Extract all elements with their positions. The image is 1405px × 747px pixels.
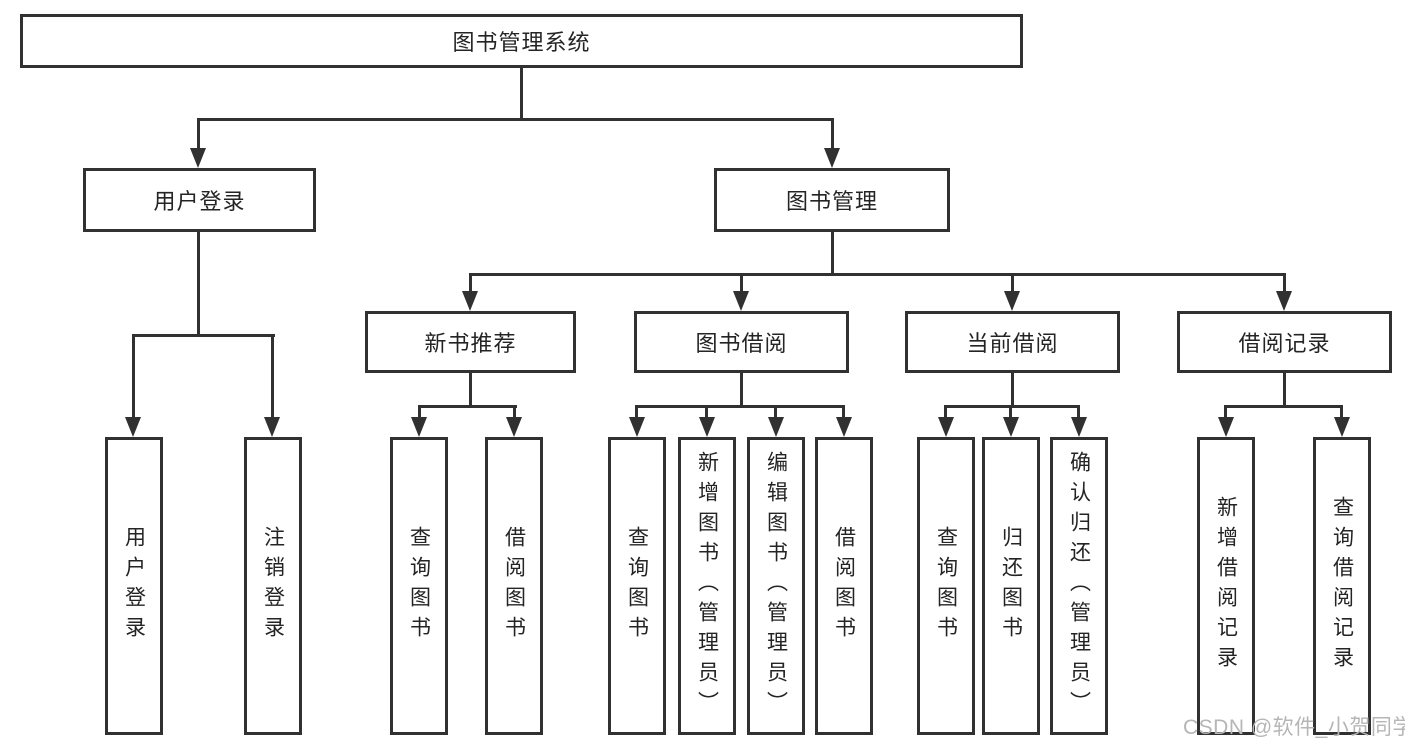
- connector-user-login-stem: [197, 118, 200, 150]
- connector-login-leaf-stem: [132, 334, 135, 420]
- leaf-bb-edit-books-admin-label: 编辑图书（管理员）: [764, 451, 788, 721]
- arrowhead-book-mgmt: [824, 148, 840, 168]
- leaf-cb-query-books-label: 查询图书: [934, 526, 958, 646]
- leaf-br-add-record: 新增借阅记录: [1197, 437, 1255, 735]
- node-user-login-label: 用户登录: [153, 189, 246, 214]
- connector-user-login-split: [132, 334, 275, 337]
- connector-borrow-records-stem: [1283, 273, 1286, 295]
- connector-user-login-trunk: [197, 232, 200, 336]
- node-book-management: 图书管理: [714, 168, 950, 232]
- connector-book-mgmt-trunk: [831, 232, 834, 276]
- arrowhead-nb-leaf1: [411, 417, 427, 437]
- connector-bb-leaf2-stem: [705, 405, 708, 420]
- leaf-nb-query-books-label: 查询图书: [407, 526, 431, 646]
- leaf-cb-confirm-return-admin-label: 确认归还（管理员）: [1067, 451, 1091, 721]
- arrowhead-nb-leaf2: [506, 417, 522, 437]
- connector-bb-leaf1-stem: [635, 405, 638, 420]
- arrowhead-cb-leaf1: [938, 417, 954, 437]
- connector-logout-leaf-stem: [271, 334, 274, 420]
- arrowhead-borrow-records: [1276, 291, 1292, 311]
- leaf-cb-query-books: 查询图书: [917, 437, 975, 735]
- arrowhead-cb-leaf3: [1071, 417, 1087, 437]
- node-new-book-recommend: 新书推荐: [365, 311, 576, 373]
- leaf-logout: 注销登录: [244, 437, 302, 735]
- arrowhead-logout-leaf: [264, 417, 280, 437]
- leaf-bb-borrow-books-label: 借阅图书: [832, 526, 856, 646]
- node-borrow-records: 借阅记录: [1177, 311, 1392, 373]
- connector-cb-leaf2-stem: [1009, 405, 1012, 420]
- leaf-cb-return-books: 归还图书: [982, 437, 1040, 735]
- leaf-bb-add-books-admin-label: 新增图书（管理员）: [695, 451, 719, 721]
- connector-borrow-records-trunk: [1283, 373, 1286, 408]
- connector-level2-split: [197, 118, 834, 121]
- leaf-user-login-label: 用户登录: [122, 526, 146, 646]
- node-book-management-label: 图书管理: [785, 189, 878, 214]
- connector-nb-leaf2-stem: [513, 405, 516, 420]
- connector-new-books-split: [418, 405, 517, 408]
- arrowhead-bb-leaf1: [629, 417, 645, 437]
- node-book-borrow-label: 图书借阅: [695, 331, 788, 356]
- node-borrow-records-label: 借阅记录: [1238, 331, 1331, 356]
- connector-current-borrow-trunk: [1011, 373, 1014, 408]
- leaf-cb-return-books-label: 归还图书: [999, 526, 1023, 646]
- connector-book-mgmt-stem: [831, 118, 834, 150]
- connector-bb-leaf3-stem: [774, 405, 777, 420]
- connector-borrow-records-split: [1224, 405, 1343, 408]
- node-book-borrow: 图书借阅: [634, 311, 849, 373]
- connector-br-leaf2-stem: [1340, 405, 1343, 420]
- connector-br-leaf1-stem: [1224, 405, 1227, 420]
- connector-bb-leaf4-stem: [842, 405, 845, 420]
- arrowhead-new-books: [462, 291, 478, 311]
- connector-book-borrow-trunk: [740, 373, 743, 408]
- connector-level3-split: [469, 273, 1286, 276]
- arrowhead-current-borrow: [1004, 291, 1020, 311]
- connector-cb-leaf3-stem: [1077, 405, 1080, 420]
- node-new-book-recommend-label: 新书推荐: [424, 331, 517, 356]
- node-user-login: 用户登录: [83, 168, 316, 232]
- node-library-system-label: 图书管理系统: [452, 30, 591, 55]
- leaf-br-query-record: 查询借阅记录: [1313, 437, 1371, 735]
- connector-nb-leaf1-stem: [418, 405, 421, 420]
- node-current-borrow-label: 当前借阅: [966, 331, 1059, 356]
- connector-cb-leaf1-stem: [944, 405, 947, 420]
- leaf-bb-query-books-label: 查询图书: [625, 526, 649, 646]
- leaf-bb-add-books-admin: 新增图书（管理员）: [678, 437, 736, 735]
- leaf-nb-borrow-books: 借阅图书: [485, 437, 543, 735]
- leaf-bb-query-books: 查询图书: [608, 437, 666, 735]
- connector-current-borrow-split: [944, 405, 1080, 408]
- connector-new-books-stem: [469, 273, 472, 295]
- leaf-bb-edit-books-admin: 编辑图书（管理员）: [747, 437, 805, 735]
- leaf-br-add-record-label: 新增借阅记录: [1214, 496, 1238, 676]
- connector-new-books-trunk: [469, 373, 472, 408]
- leaf-br-query-record-label: 查询借阅记录: [1330, 496, 1354, 676]
- arrowhead-br-leaf2: [1334, 417, 1350, 437]
- arrowhead-user-login: [190, 148, 206, 168]
- arrowhead-bb-leaf4: [836, 417, 852, 437]
- arrowhead-login-leaf: [125, 417, 141, 437]
- node-library-system: 图书管理系统: [20, 14, 1023, 68]
- leaf-nb-borrow-books-label: 借阅图书: [502, 526, 526, 646]
- connector-current-borrow-stem: [1011, 273, 1014, 295]
- node-current-borrow: 当前借阅: [905, 311, 1120, 373]
- arrowhead-book-borrow: [733, 291, 749, 311]
- arrowhead-cb-leaf2: [1003, 417, 1019, 437]
- leaf-cb-confirm-return-admin: 确认归还（管理员）: [1050, 437, 1108, 735]
- arrowhead-br-leaf1: [1218, 417, 1234, 437]
- csdn-watermark: CSDN @软件_小贺同学: [1183, 716, 1405, 739]
- arrowhead-bb-leaf2: [699, 417, 715, 437]
- connector-book-borrow-stem: [740, 273, 743, 295]
- leaf-logout-label: 注销登录: [261, 526, 285, 646]
- leaf-user-login: 用户登录: [105, 437, 163, 735]
- arrowhead-bb-leaf3: [768, 417, 784, 437]
- leaf-nb-query-books: 查询图书: [390, 437, 448, 735]
- leaf-bb-borrow-books: 借阅图书: [815, 437, 873, 735]
- connector-book-borrow-split: [635, 405, 845, 408]
- connector-root-trunk: [520, 68, 523, 120]
